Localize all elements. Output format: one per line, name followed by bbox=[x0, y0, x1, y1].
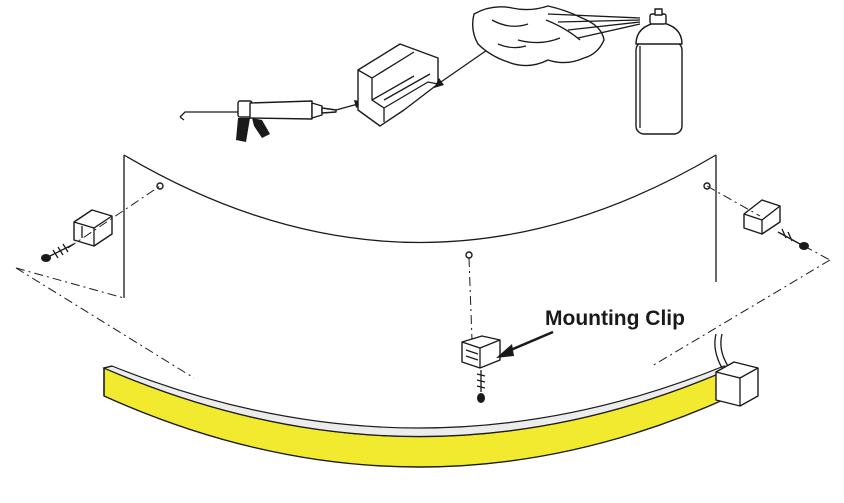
callout-arrow bbox=[496, 330, 554, 358]
mounting-clip-icon bbox=[743, 199, 781, 235]
guide-right-clip bbox=[706, 185, 761, 217]
guide-right-drop bbox=[651, 259, 831, 367]
cleaning-cloth-icon bbox=[471, 5, 641, 67]
mounting-clip-label: Mounting Clip bbox=[545, 307, 685, 330]
screw-icon bbox=[41, 243, 75, 262]
screw-icon bbox=[476, 370, 486, 403]
spray-can-icon bbox=[635, 8, 683, 135]
curved-wall-panel bbox=[123, 154, 717, 298]
mounting-clip-icon bbox=[461, 335, 501, 369]
led-strip bbox=[102, 365, 734, 468]
screw-icon bbox=[777, 228, 809, 250]
caulk-gun-icon bbox=[179, 100, 337, 142]
guide-right-outline bbox=[803, 245, 831, 261]
guide-left-drop bbox=[15, 267, 195, 379]
end-cap-icon bbox=[714, 333, 759, 407]
channel-clip-icon bbox=[357, 43, 439, 127]
arrow-cloth-to-clip bbox=[434, 47, 491, 88]
guide-left-outline bbox=[15, 267, 125, 299]
guide-center bbox=[468, 257, 473, 341]
